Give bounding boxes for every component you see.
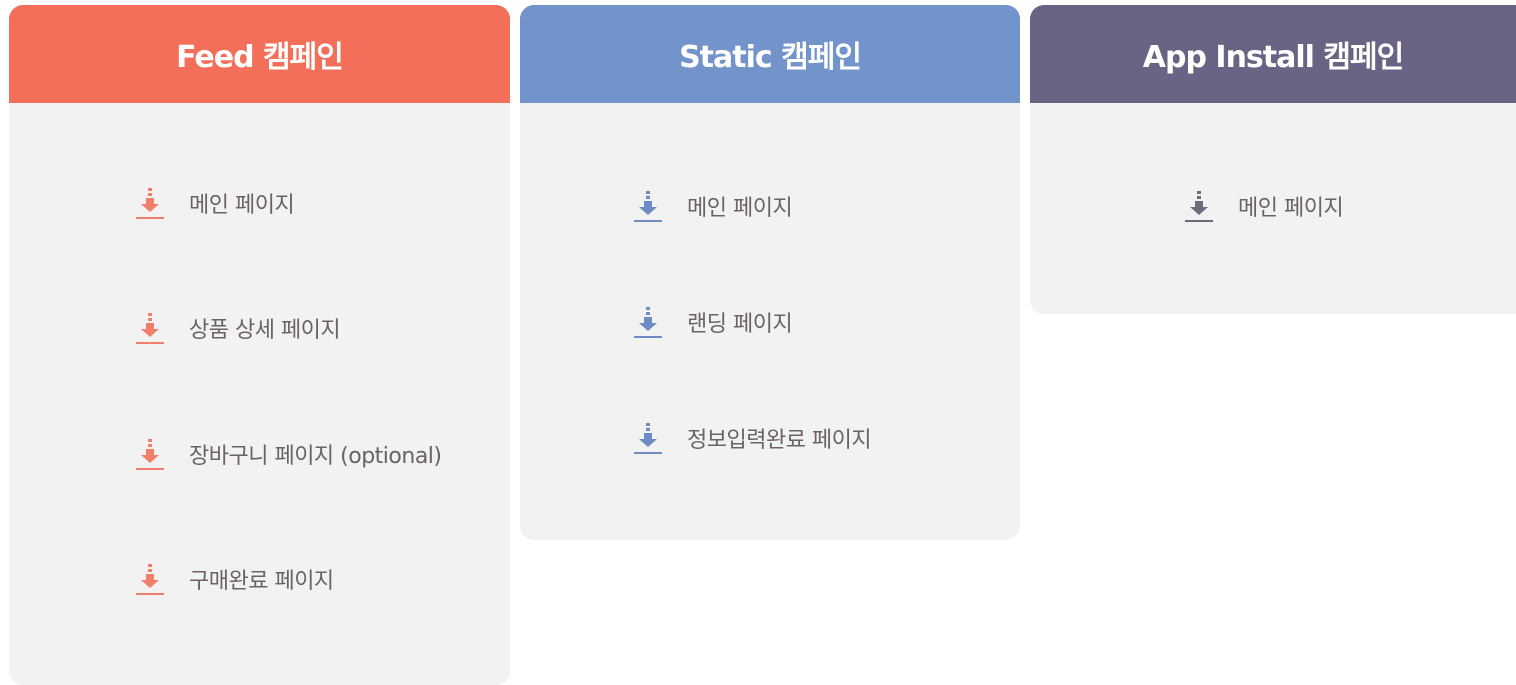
list-item[interactable]: 메인 페이지 [135,183,295,223]
download-arrow-icon [136,188,164,219]
feed-campaign-title: Feed 캠페인 [176,40,344,75]
list-item[interactable]: 구매완료 페이지 [135,559,334,599]
static-campaign-title: Static 캠페인 [679,40,862,75]
feed-campaign-header: Feed 캠페인 [9,5,510,103]
download-arrow-icon [136,564,164,595]
download-arrow-icon [634,307,662,338]
app-install-campaign-title: App Install 캠페인 [1142,40,1404,75]
list-item-label: 랜딩 페이지 [687,312,793,337]
list-item-label: 상품 상세 페이지 [189,318,341,343]
download-arrow-icon [634,423,662,454]
list-item[interactable]: 상품 상세 페이지 [135,308,341,348]
download-arrow-icon [136,439,164,470]
app-install-campaign-header: App Install 캠페인 [1030,5,1516,103]
list-item-label: 메인 페이지 [687,196,793,221]
list-item[interactable]: 장바구니 페이지 (optional) [135,434,442,474]
list-item[interactable]: 메인 페이지 [1184,186,1344,226]
list-item-label: 구매완료 페이지 [189,569,334,594]
list-item[interactable]: 정보입력완료 페이지 [633,418,872,458]
download-arrow-icon [1185,191,1213,222]
download-arrow-icon [634,191,662,222]
list-item[interactable]: 메인 페이지 [633,186,793,226]
list-item[interactable]: 랜딩 페이지 [633,302,793,342]
list-item-label: 장바구니 페이지 (optional) [189,444,442,469]
static-campaign-card: Static 캠페인 메인 페이지 랜딩 페이지 [520,5,1020,540]
feed-campaign-card: Feed 캠페인 메인 페이지 상품 상세 페이지 [9,5,510,685]
static-campaign-header: Static 캠페인 [520,5,1020,103]
download-arrow-icon [136,313,164,344]
list-item-label: 메인 페이지 [189,193,295,218]
list-item-label: 정보입력완료 페이지 [687,428,872,453]
list-item-label: 메인 페이지 [1238,196,1344,221]
app-install-campaign-card: App Install 캠페인 메인 페이지 [1030,5,1516,314]
